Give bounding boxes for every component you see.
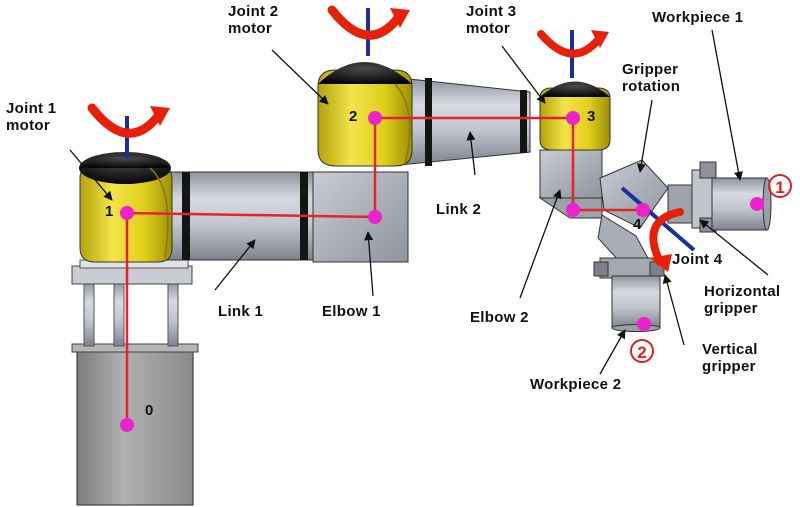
horizontal-gripper-body — [667, 161, 717, 233]
label-joint-3-motor: Joint 3 motor — [466, 3, 517, 37]
label-link-1: Link 1 — [218, 303, 264, 320]
joint-2-rotation-arrow — [327, 5, 410, 40]
joint-2-dot — [368, 111, 382, 125]
label-workpiece-1: Workpiece 1 — [652, 9, 744, 26]
link-2-body — [399, 77, 531, 166]
label-workpiece-2: Workpiece 2 — [530, 376, 622, 393]
label-elbow-2: Elbow 2 — [470, 309, 529, 326]
label-joint-2-motor: Joint 2 motor — [228, 3, 279, 37]
joint-2-motor-body — [317, 62, 413, 167]
joint-3-dot — [566, 111, 580, 125]
base-pedestal — [71, 259, 199, 506]
label-joint-1-motor: Joint 1 motor — [6, 100, 57, 134]
joint-4-dot — [636, 203, 650, 217]
joint-1-dot — [120, 206, 134, 220]
joint-number-2: 2 — [349, 108, 358, 125]
joint-3-rotation-arrow — [537, 30, 609, 58]
joint-0-dot — [120, 418, 134, 432]
elbow-2-body — [538, 149, 669, 263]
label-vertical-gripper: Vertical gripper — [702, 341, 758, 375]
label-elbow-1: Elbow 1 — [322, 303, 381, 320]
label-link-2: Link 2 — [436, 201, 482, 218]
joint-number-1: 1 — [105, 203, 114, 220]
joint-4-rotation-arrow — [649, 208, 684, 272]
workpiece-2-body — [611, 275, 661, 332]
vertical-gripper-body — [593, 257, 665, 279]
elbow-1-dot — [368, 210, 382, 224]
workpiece-2-dot — [637, 317, 651, 331]
workpiece-1-dot — [750, 197, 764, 211]
joint-number-4: 4 — [633, 216, 642, 233]
leader-lines — [69, 29, 769, 375]
label-horizontal-gripper: Horizontal gripper — [704, 283, 781, 317]
joint-number-3: 3 — [587, 108, 596, 125]
workpiece-2-marker: ②2 — [630, 339, 654, 363]
joint-1-rotation-arrow — [87, 103, 170, 138]
elbow-2-dot — [566, 203, 580, 217]
label-joint-4: Joint 4 — [672, 251, 723, 268]
joint-number-0: 0 — [145, 402, 154, 419]
workpiece-1-marker: 1①1 — [768, 174, 792, 198]
label-gripper-rotation: Gripper rotation — [622, 61, 681, 95]
